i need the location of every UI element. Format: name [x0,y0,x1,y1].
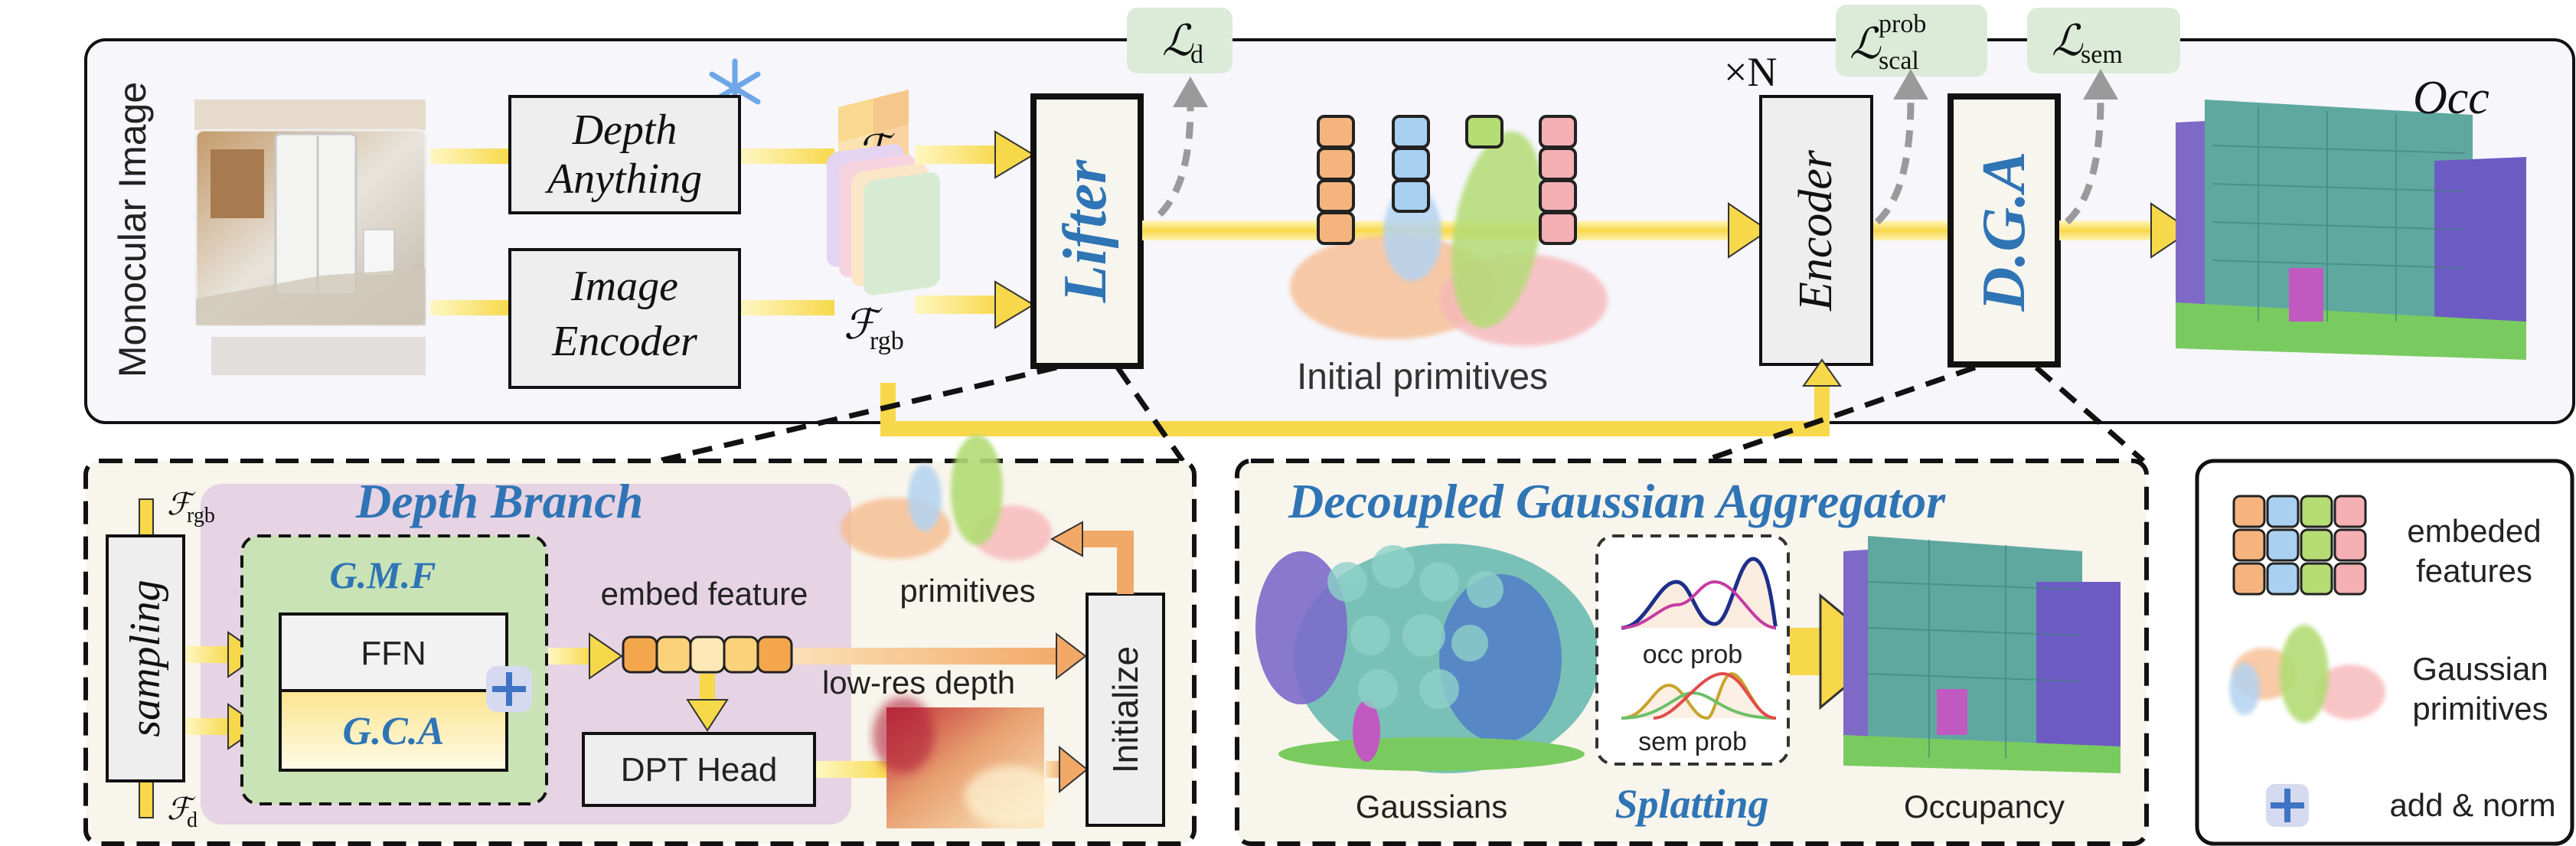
initialize-box: Initialize [1086,593,1165,827]
depth-anything-label-1: Depth [572,106,677,154]
dpt-head-box: DPT Head [582,732,816,807]
embed-to-dpt-arrow [686,674,729,732]
zoom-connector-lines [658,364,2146,464]
encoder-box: Encoder [1759,95,1873,366]
splatting-box [1595,534,1790,766]
occ-voxel-output [2176,100,2526,360]
legend-gaussian-swatch [2229,625,2385,723]
sampling-label: sampling [122,580,169,737]
occupancy-label: Occupancy [1904,789,2065,825]
loss-d-sub: d [1190,41,1203,69]
primitives-label: primitives [899,573,1035,609]
gca-label: G.C.A [343,710,445,753]
feat-d-input-arrow [139,780,154,818]
image-encoder-arrow [741,300,834,315]
loss-scal-sub: scal [1879,47,1919,75]
legend-add-norm-label: add & norm [2389,787,2555,823]
dga-box: D.G.A [1948,93,2061,367]
loss-sem-sub: sem [2081,41,2123,69]
initial-primitives-label: Initial primitives [1297,357,1548,397]
feat-rgb-sub: rgb [870,327,904,355]
splatting-label: Splatting [1614,781,1768,827]
rgb-feature-stack [827,143,940,296]
initialize-label: Initialize [1105,646,1145,773]
initialize-to-primitives-arrow [1079,531,1134,594]
legend-add-norm-icon [2266,784,2309,827]
depth-branch-title: Depth Branch [355,474,643,528]
image-encoder-label-1: Image [570,263,678,310]
embed-feature-cells [622,635,793,674]
initial-primitives-cluster [1290,115,1608,346]
feat-rgb-to-lifter-arrow [915,280,1035,329]
loss-scal-box: ℒ prob scal [1836,5,1987,77]
feat-d-to-lifter-arrow [915,130,1035,179]
ffn-label: FFN [361,635,426,672]
lifter-box: Lifter [1030,93,1144,369]
image-to-encoder-arrow [430,300,510,315]
loss-scal-symbol: ℒ [1850,21,1882,68]
low-res-depth-label: low-res depth [822,665,1015,701]
dga-label: D.G.A [1970,152,2038,312]
ffn-box: FFN [279,612,508,692]
embed-feature-label: embed feature [601,576,808,612]
embed-to-initialize-arrow [793,632,1087,681]
legend-gaussian-label-2: primitives [2412,691,2548,727]
loss-d-box: ℒ d [1127,8,1232,73]
gca-box: G.C.A [279,689,508,772]
dpt-to-depth-arrow [816,761,893,778]
gmf-to-embed-arrow [548,632,623,680]
gaussians-label: Gaussians [1356,789,1507,825]
occupancy-voxel [1843,536,2121,773]
legend-gaussian-label-1: Gaussian [2412,651,2548,687]
image-encoder-label-2: Encoder [551,318,697,365]
db-feat-rgb-sub: rgb [187,504,215,528]
image-to-depth-arrow [430,149,510,164]
image-encoder-box: Image Encoder [508,248,741,389]
low-res-depth-image [873,697,1056,828]
add-norm-icon [486,666,532,712]
depth-to-initialize-arrow [1046,745,1089,794]
occ-prob-label: occ prob [1643,640,1742,669]
lifter-label: Lifter [1052,159,1119,303]
sampling-box: sampling [106,534,185,782]
occ-label: Occ [2413,72,2489,124]
gmf-label: G.M.F [330,554,436,596]
depth-anything-box: Depth Anything [508,95,741,214]
dpt-head-label: DPT Head [621,751,778,789]
depth-anything-label-2: Anything [544,155,702,203]
depth-anything-arrow [741,149,834,164]
feat-rgb-input-arrow [139,498,154,537]
loss-d-symbol: ℒ [1162,18,1194,65]
legend-embedded-label-2: features [2416,553,2532,589]
loss-sem-symbol: ℒ [2052,18,2084,65]
db-feat-d-sub: d [187,808,198,832]
dga-panel-title: Decoupled Gaussian Aggregator [1288,474,1946,528]
loss-dashed-arrows [1157,99,2104,225]
sem-prob-label: sem prob [1638,727,1747,756]
loss-sem-box: ℒ sem [2027,8,2180,73]
times-n-label: ×N [1724,49,1777,95]
monocular-image-label: Monocular Image [111,82,154,377]
legend-embedded-swatch [2232,495,2367,596]
gaussians-visual [1255,544,1600,773]
encoder-to-dga-arrow [1873,220,1950,240]
loss-arrow-heads [1173,69,2118,107]
primitives-cluster [841,435,1052,560]
encoder-label: Encoder [1790,149,1842,312]
monocular-image [194,100,427,375]
legend-embedded-label-1: embeded [2407,513,2541,549]
dga-to-occ-arrow [2059,202,2192,259]
loss-scal-sup: prob [1879,10,1926,38]
